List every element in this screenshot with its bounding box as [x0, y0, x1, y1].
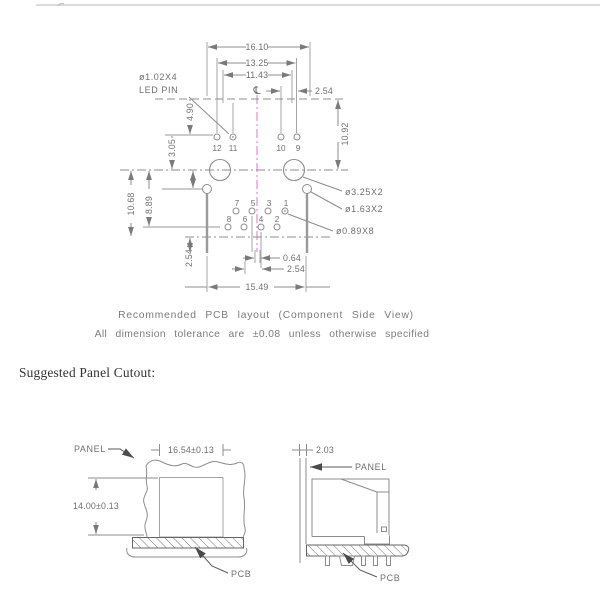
dim-overall-width: 16.10 [245, 42, 268, 52]
label-dia-small: ø0.89X8 [336, 226, 374, 236]
svg-text:9: 9 [296, 144, 301, 153]
front-panel-leader [108, 448, 135, 459]
side-pins [325, 555, 391, 566]
dim-height-right: 10.92 [340, 122, 350, 145]
label-dia-large: ø3.25X2 [345, 187, 383, 197]
mounting-holes [202, 158, 312, 194]
svg-text:11: 11 [229, 144, 238, 153]
front-height-dim-lines [88, 477, 158, 536]
svg-text:5: 5 [251, 199, 256, 208]
svg-text:4: 4 [259, 215, 264, 224]
panel-cutout-front-view: 16.54±0.13 14.00±0.13 PANEL PCB [73, 444, 251, 579]
front-height-dim: 14.00±0.13 [73, 501, 119, 511]
label-led-pin: LED PIN [139, 85, 178, 95]
pcb-bar-hatched [132, 537, 244, 549]
front-panel-label: PANEL [74, 444, 106, 454]
dim-led-span: 13.25 [245, 58, 268, 68]
svg-text:1: 1 [284, 199, 289, 208]
cutout-rectangle [159, 477, 224, 538]
svg-text:6: 6 [243, 215, 248, 224]
leader-lines [188, 96, 343, 232]
panel-cutout-side-view: 2.03 PANEL PCB [292, 444, 410, 583]
side-pcb-leader [342, 552, 378, 578]
dim-pin-pitch: 2.54 [287, 264, 305, 274]
front-width-dim: 16.54±0.13 [168, 445, 214, 455]
dim-pitch-top-right: 2.54 [315, 86, 333, 96]
dim-to-centerline: 3.05 [167, 139, 177, 157]
note-line1: Recommended PCB layout (Component Side V… [118, 310, 414, 321]
svg-text:8: 8 [227, 215, 232, 224]
note-line2: All dimension tolerance are ±0.08 unless… [95, 329, 430, 340]
dim-bottom-left-offset: 2.54 [184, 249, 194, 267]
svg-text:12: 12 [212, 144, 222, 153]
signal-pin-holes [224, 207, 289, 231]
centerline-symbol: ℄ [252, 85, 260, 97]
front-pcb-leader [194, 546, 229, 574]
mounting-hole-left [208, 158, 232, 182]
svg-text:2: 2 [275, 215, 280, 224]
section-title: Suggested Panel Cutout: [19, 365, 155, 380]
side-panel-lines [299, 458, 307, 563]
svg-text:3: 3 [267, 199, 272, 208]
post-hole-left [202, 184, 212, 194]
dim-pin-row-height: 8.89 [144, 196, 154, 214]
panel-lip [126, 547, 248, 558]
dim-inner-span: 11.43 [246, 70, 268, 80]
panel-outline [143, 459, 246, 538]
side-thickness-dim-lines [292, 444, 313, 456]
label-led-dia: ø1.02X4 [139, 72, 177, 82]
side-pcb-label: PCB [380, 573, 400, 583]
svg-text:7: 7 [235, 199, 240, 208]
front-pcb-label: PCB [231, 569, 251, 579]
side-connector-body [311, 478, 390, 545]
page-top-border [36, 2, 600, 7]
led-pin-holes [213, 133, 301, 141]
top-border-artifact [57, 2, 65, 7]
post-hole-right [302, 184, 312, 194]
pcb-layout-drawing: 16.10 13.25 11.43 2.54 ℄ 4.90 3.05 10.92… [120, 42, 383, 292]
svg-text:10: 10 [276, 144, 286, 153]
dim-stagger-offset: 0.64 [283, 253, 301, 263]
pin-numbers: 12 11 10 9 7 5 3 1 8 6 4 2 [212, 144, 300, 224]
dim-height-left: 10.68 [126, 192, 136, 215]
extension-lines [143, 42, 311, 292]
front-width-dim-lines [151, 444, 231, 456]
mounting-hole-right [282, 158, 306, 182]
side-pcb-bar-hatched [306, 544, 410, 557]
label-dia-medium: ø1.63X2 [345, 204, 383, 214]
dimension-lines [128, 44, 341, 290]
side-thickness-dim: 2.03 [316, 445, 334, 455]
dim-led-row-offset: 4.90 [185, 103, 195, 121]
dim-body-width: 15.49 [245, 282, 268, 292]
connector-body-edges [205, 193, 309, 253]
side-panel-label: PANEL [355, 462, 387, 472]
